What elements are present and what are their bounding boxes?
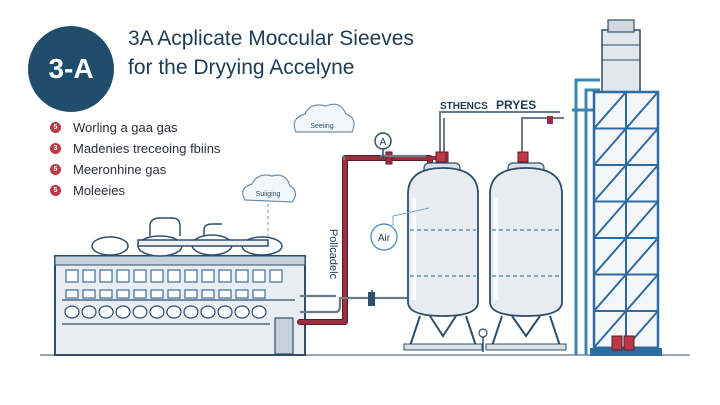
sieve-tank-1: [403, 151, 483, 351]
tower-brace: [625, 127, 659, 166]
tower-brace: [625, 200, 659, 239]
building-window: [167, 269, 181, 283]
legend: 5 Worling a gaa gas 3 Madenies treceoing…: [50, 117, 280, 201]
building-window: [201, 289, 215, 299]
building-drum: [234, 305, 250, 319]
legend-item: 5 Moleeies: [50, 180, 280, 200]
legend-text: Moleeies: [73, 182, 126, 198]
building-window: [184, 289, 198, 299]
tower-bracing: [593, 91, 659, 349]
tower-brace: [593, 91, 627, 130]
air-label: Air: [378, 233, 391, 244]
building-drum: [149, 305, 165, 319]
building-window: [116, 269, 130, 283]
legend-marker: 5: [50, 163, 61, 175]
building-window: [150, 269, 164, 283]
cloud-top: Seeiing: [293, 103, 355, 133]
building-drum: [166, 305, 182, 319]
legend-text: Worling a gaa gas: [73, 119, 178, 135]
section-badge: 3-A: [28, 26, 114, 112]
tower-brace: [625, 164, 659, 203]
header-valve: [547, 116, 553, 124]
building-window: [184, 269, 198, 283]
tower-brace: [593, 237, 627, 276]
sieve-tank-2: [485, 151, 567, 351]
building-window: [99, 289, 113, 299]
legend-item: 5 Worling a gaa gas: [50, 117, 280, 137]
header-label-right: PRYES: [496, 98, 536, 112]
building-drum: [183, 305, 199, 319]
tower-brace: [625, 237, 659, 276]
process-building: [54, 255, 306, 356]
building-window: [252, 289, 266, 299]
drying-tower: [590, 19, 662, 356]
building-window: [167, 289, 181, 299]
building-drum: [251, 305, 267, 319]
building-door: [274, 317, 294, 355]
building-window: [235, 289, 249, 299]
air-marker: Air: [370, 207, 430, 251]
diagram-title: 3A Acplicate Moccular Sieeves for the Dr…: [128, 24, 458, 82]
building-drum: [217, 305, 233, 319]
cloud-left-label: Suiiging: [256, 191, 281, 198]
tower-brace: [593, 273, 627, 312]
building-window: [218, 269, 232, 283]
building-drum: [115, 305, 131, 319]
legend-marker: 5: [50, 121, 61, 133]
title-line-2: for the Dryying Accelyne: [128, 56, 355, 79]
building-drum: [98, 305, 114, 319]
building-window: [218, 289, 232, 299]
building-window: [65, 269, 79, 283]
tower-brace: [625, 273, 659, 312]
tower-brace: [593, 127, 627, 166]
gauge-letter: A: [380, 137, 387, 148]
building-window: [133, 289, 147, 299]
legend-marker: 5: [50, 184, 61, 196]
header-pipes: [439, 111, 564, 158]
building-window: [82, 289, 96, 299]
legend-text: Meeronhine gas: [73, 161, 167, 177]
tower-brace: [593, 310, 627, 349]
legend-item: 3 Madenies treceoing fbiins: [50, 138, 280, 158]
building-window: [65, 289, 79, 299]
building-window: [150, 289, 164, 299]
legend-text: Madenies treceoing fbiins: [73, 140, 221, 156]
inline-valve: [368, 292, 375, 306]
building-drum: [81, 305, 97, 319]
building-window: [82, 269, 96, 283]
vertical-label: Pollcadelc: [327, 229, 339, 280]
barrel-1: [611, 335, 623, 351]
cloud-top-label: Seeiing: [310, 123, 333, 130]
building-drums: [64, 305, 267, 319]
legend-item: 5 Meeronhine gas: [50, 159, 280, 179]
building-window: [201, 269, 215, 283]
roof-equipment: [91, 217, 283, 257]
building-drum: [64, 305, 80, 319]
building-window: [133, 269, 147, 283]
cloud-left: Suiiging: [242, 174, 297, 203]
building-window: [235, 269, 249, 283]
header-label-left: STHENCS: [440, 101, 488, 112]
pressure-gauge: A: [374, 132, 392, 158]
tower-brace: [625, 91, 659, 130]
building-drum: [200, 305, 216, 319]
tower-brace: [593, 164, 627, 203]
tower-brace: [593, 200, 627, 239]
title-line-1: 3A Acplicate Moccular Sieeves: [128, 27, 414, 50]
building-window: [116, 289, 130, 299]
building-window: [99, 269, 113, 283]
building-window: [269, 269, 283, 283]
barrel-2: [623, 335, 635, 351]
building-windows: [65, 269, 283, 299]
legend-marker: 3: [50, 142, 61, 154]
building-drum: [132, 305, 148, 319]
ground-valve: [478, 328, 488, 352]
building-window: [252, 269, 266, 283]
